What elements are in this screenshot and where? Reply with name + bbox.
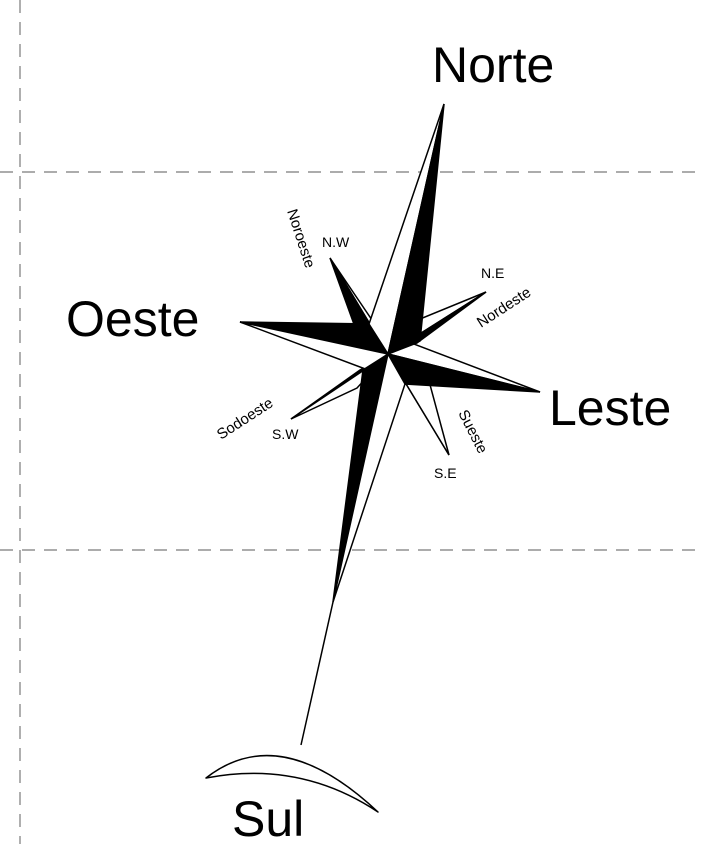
compass-rose [240, 104, 540, 602]
point-east [388, 344, 540, 392]
label-nw-name: Noroeste [283, 207, 318, 270]
label-north: Norte [432, 37, 554, 93]
label-sw-name: Sodoeste [214, 395, 276, 444]
south-needle-line [301, 602, 333, 745]
label-nw-abbr: N.W [322, 234, 350, 250]
label-east: Leste [549, 380, 671, 436]
label-ne-name: Nordeste [474, 284, 534, 331]
label-west: Oeste [66, 291, 199, 347]
label-ne-abbr: N.E [481, 265, 504, 281]
label-se-abbr: S.E [434, 465, 457, 481]
label-sw-abbr: S.W [272, 426, 299, 442]
label-south: Sul [232, 791, 304, 844]
point-west [240, 322, 388, 370]
label-se-name: Sueste [454, 407, 490, 456]
